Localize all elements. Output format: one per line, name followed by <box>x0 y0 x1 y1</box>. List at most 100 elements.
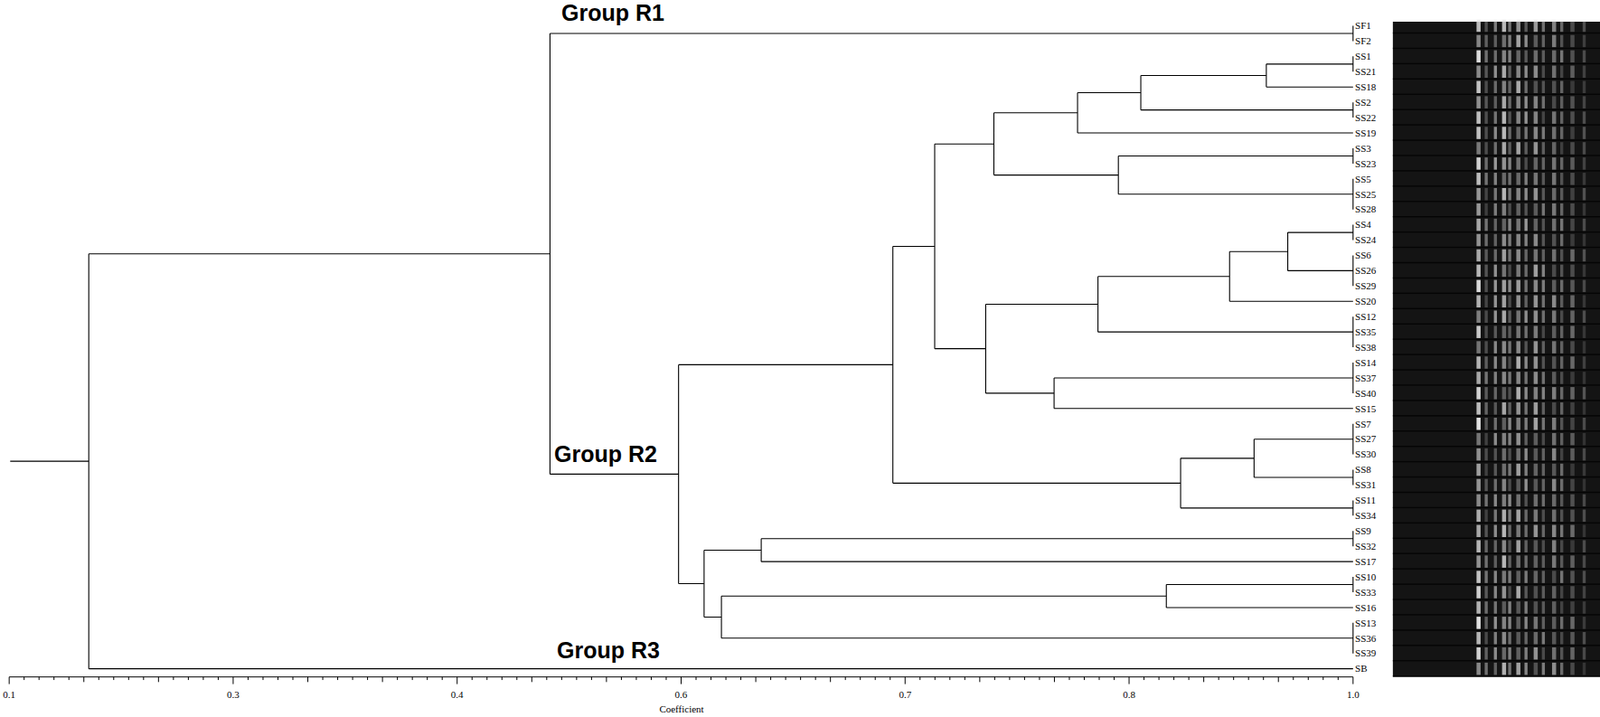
axis-tick <box>904 677 906 685</box>
leaf-label: SF2 <box>1355 35 1372 47</box>
gel-band <box>1494 570 1497 584</box>
axis-tick <box>23 677 25 680</box>
leaf-label: SS8 <box>1355 463 1372 475</box>
gel-band <box>1484 218 1488 232</box>
leaf-label: SS20 <box>1355 295 1376 307</box>
gel-band <box>1507 157 1511 170</box>
gel-band <box>1524 448 1527 462</box>
gel-band <box>1560 386 1563 400</box>
axis-tick <box>1352 677 1354 685</box>
gel-band <box>1552 479 1557 492</box>
gel-band <box>1524 188 1527 201</box>
axis-tick <box>889 677 891 680</box>
gel-band <box>1560 157 1563 170</box>
gel-band <box>1524 141 1527 155</box>
gel-band <box>1494 280 1497 293</box>
gel-band <box>1552 616 1557 630</box>
gel-band <box>1484 448 1488 462</box>
gel-band <box>1494 188 1497 201</box>
gel-band <box>1552 264 1557 278</box>
leaf-label: SS10 <box>1355 571 1376 583</box>
lane-gap <box>1392 598 1600 600</box>
gel-band <box>1484 325 1488 339</box>
gel-band <box>1534 80 1539 94</box>
gel-band <box>1542 371 1545 385</box>
gel-band <box>1484 356 1488 369</box>
gel-band <box>1484 19 1488 33</box>
axis-tick <box>949 677 951 680</box>
gel-band <box>1484 386 1488 400</box>
gel-band <box>1476 111 1481 124</box>
gel-band <box>1507 280 1511 293</box>
gel-band <box>1494 295 1497 309</box>
gel-band <box>1570 249 1575 263</box>
gel-band <box>1476 157 1481 170</box>
leaf-label: SS38 <box>1355 341 1376 353</box>
gel-band <box>1494 50 1497 64</box>
gel-band <box>1542 234 1545 247</box>
leaf-label: SS32 <box>1355 540 1376 552</box>
axis-tick <box>561 677 563 680</box>
axis-tick <box>1054 677 1055 683</box>
gel-band <box>1484 417 1488 431</box>
gel-band <box>1494 539 1497 553</box>
gel-band <box>1502 280 1507 293</box>
leaf-label: SS24 <box>1355 234 1376 245</box>
gel-band <box>1484 234 1488 247</box>
gel-band <box>1494 631 1497 645</box>
axis-tick <box>829 677 831 683</box>
dendrogram-lines <box>9 26 1354 669</box>
axis-tick <box>396 677 398 680</box>
gel-band <box>1507 188 1511 201</box>
gel-band <box>1484 172 1488 186</box>
gel-band <box>1582 371 1586 385</box>
axis-tick <box>875 677 876 680</box>
gel-band <box>1524 126 1527 140</box>
gel-band <box>1484 647 1488 660</box>
gel-band <box>1507 601 1511 614</box>
axis-tick <box>591 677 593 680</box>
axis-tick <box>9 677 10 685</box>
axis-tick <box>128 677 130 680</box>
leaf-label: SS37 <box>1355 372 1376 384</box>
gel-band <box>1524 325 1527 339</box>
gel-band <box>1570 601 1575 614</box>
gel-band <box>1476 570 1481 584</box>
gel-band <box>1560 295 1563 309</box>
gel-band <box>1484 264 1488 278</box>
group-label: Group R3 <box>556 637 660 664</box>
leaf-label: SS5 <box>1355 173 1372 185</box>
gel-band <box>1484 555 1488 568</box>
gel-band <box>1534 524 1539 537</box>
lane-gap <box>1392 277 1600 279</box>
gel-band <box>1542 509 1545 523</box>
gel-band <box>1560 325 1563 339</box>
gel-band <box>1534 432 1539 446</box>
gel-band <box>1570 662 1575 676</box>
gel-band <box>1534 141 1539 155</box>
gel-band <box>1542 356 1545 369</box>
gel-band <box>1507 616 1511 630</box>
gel-band <box>1507 95 1511 109</box>
gel-band <box>1552 325 1557 339</box>
gel-band <box>1570 203 1575 217</box>
gel-band <box>1515 19 1521 33</box>
lane-gap <box>1392 445 1600 447</box>
gel-band <box>1534 65 1539 79</box>
gel-band <box>1534 631 1539 645</box>
leaf-label: SS19 <box>1355 127 1376 139</box>
gel-band <box>1570 50 1575 64</box>
axis-tick <box>486 677 488 680</box>
axis-tick <box>83 677 85 683</box>
gel-band <box>1534 601 1539 614</box>
axis-tick <box>98 677 100 680</box>
lane-gap <box>1392 292 1600 294</box>
gel-band <box>1476 662 1481 676</box>
gel-band <box>1502 218 1507 232</box>
gel-band <box>1582 111 1586 124</box>
gel-band <box>1507 662 1511 676</box>
gel-band <box>1515 662 1521 676</box>
gel-band <box>1502 80 1507 94</box>
axis-tick <box>202 677 204 680</box>
gel-band <box>1570 19 1575 33</box>
